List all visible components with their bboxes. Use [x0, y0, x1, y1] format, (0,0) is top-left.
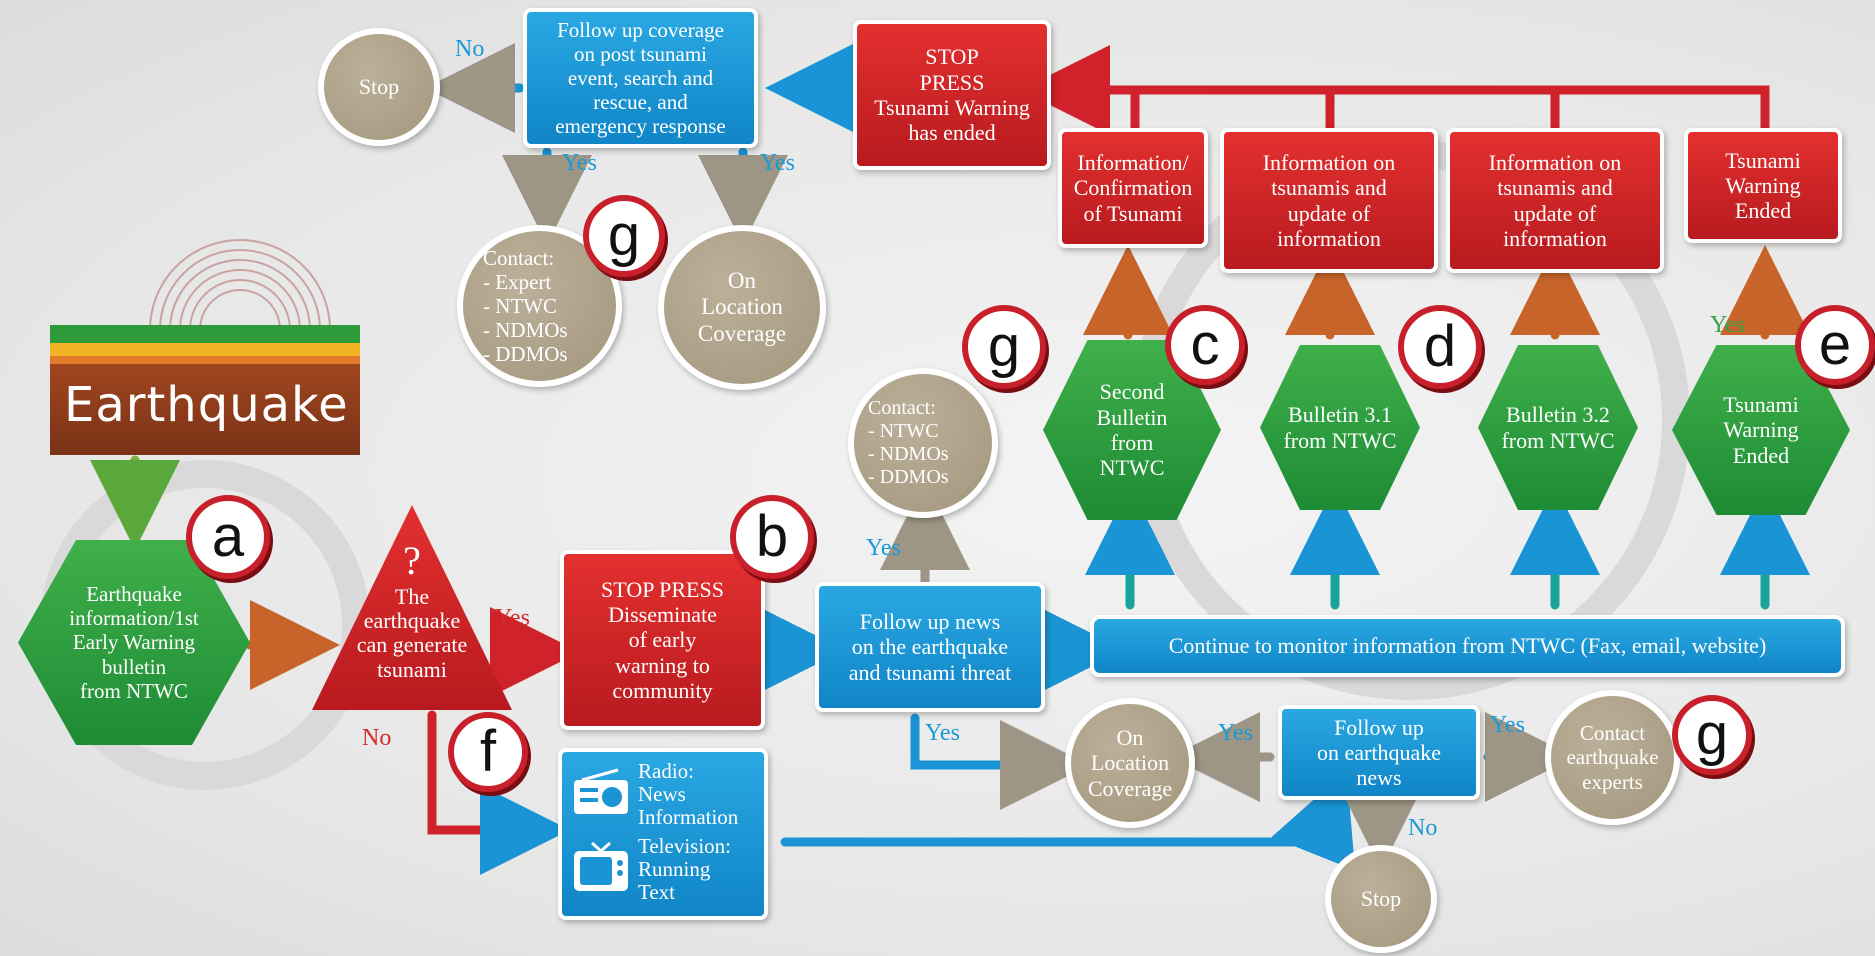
triangle-text: The earthquake can generate tsunami	[356, 584, 468, 682]
on-location-coverage-mid[interactable]: On Location Coverage	[1065, 698, 1195, 828]
follow-up-earthquake-news[interactable]: Follow up on earthquake news	[1278, 705, 1480, 800]
contact-ntwc-mid[interactable]: Contact: - NTWC - NDMOs - DDMOs	[848, 368, 998, 518]
label-yes-on-location: Yes	[1218, 720, 1253, 746]
stop-top[interactable]: Stop	[318, 28, 440, 146]
earthquake-title: Earthquake	[64, 377, 349, 433]
badge-e: e	[1795, 305, 1875, 385]
on-location-coverage-top[interactable]: On Location Coverage	[658, 225, 826, 390]
badge-g-experts: g	[1672, 695, 1752, 775]
badge-a: a	[186, 495, 270, 579]
television-icon	[574, 842, 628, 892]
stop-bottom[interactable]: Stop	[1325, 845, 1437, 953]
info-update-box-2[interactable]: Information on tsunamis and update of in…	[1446, 128, 1664, 273]
badge-d: d	[1398, 305, 1482, 389]
label-yes-top-right: Yes	[760, 150, 795, 176]
label-yes-triangle: Yes	[495, 605, 530, 631]
earthquake-waves-icon	[140, 230, 340, 340]
label-no-bottom: No	[1408, 815, 1438, 841]
info-confirmation-box[interactable]: Information/ Confirmation of Tsunami	[1058, 128, 1208, 248]
badge-g-top: g	[583, 195, 665, 277]
label-no-triangle: No	[362, 725, 392, 751]
tv-row: Television: Running Text	[572, 835, 731, 904]
stop-press-disseminate[interactable]: STOP PRESS Disseminate of early warning …	[560, 550, 765, 730]
monitor-ntwc-bar[interactable]: Continue to monitor information from NTW…	[1090, 615, 1845, 677]
label-yes-experts: Yes	[1490, 712, 1525, 738]
contact-earthquake-experts[interactable]: Contact earthquake experts	[1545, 690, 1680, 825]
label-yes-top-left: Yes	[562, 150, 597, 176]
radio-icon	[574, 768, 628, 814]
seismic-rings-icon	[149, 239, 331, 331]
label-yes-contact-mid: Yes	[866, 535, 901, 561]
question-mark-icon: ?	[403, 538, 421, 583]
badge-b: b	[730, 495, 814, 579]
tv-text: Television: Running Text	[638, 834, 732, 905]
radio-tv-box[interactable]: Radio: News Information Television: Runn…	[558, 748, 768, 920]
label-no-top: No	[455, 36, 485, 62]
badge-g-mid: g	[962, 305, 1046, 389]
stop-press-tsunami-ended[interactable]: STOP PRESS Tsunami Warning has ended	[853, 20, 1051, 170]
earthquake-banner: Earthquake	[50, 325, 360, 455]
badge-c: c	[1165, 305, 1245, 385]
label-yes-tsunami-ended: Yes	[1710, 312, 1745, 338]
follow-up-news-box[interactable]: Follow up news on the earthquake and tsu…	[815, 582, 1045, 712]
radio-text: Radio: News Information	[638, 759, 739, 830]
label-yes-follow-news: Yes	[925, 720, 960, 746]
badge-f: f	[448, 712, 528, 792]
radio-row: Radio: News Information	[572, 759, 739, 830]
tsunami-warning-ended-box[interactable]: Tsunami Warning Ended	[1684, 128, 1842, 243]
follow-up-coverage-box[interactable]: Follow up coverage on post tsunami event…	[523, 8, 758, 148]
info-update-box-1[interactable]: Information on tsunamis and update of in…	[1220, 128, 1438, 273]
